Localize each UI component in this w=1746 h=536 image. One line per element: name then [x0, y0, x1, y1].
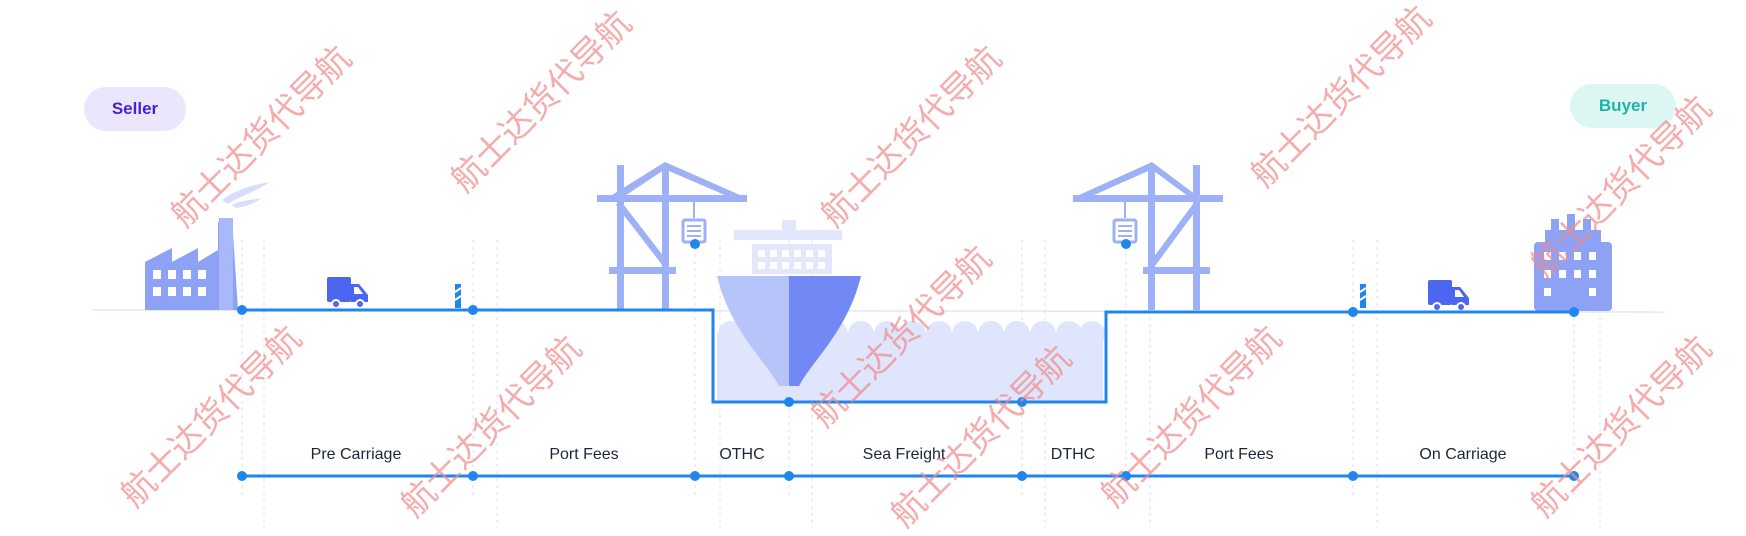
barrier-post-origin	[454, 284, 462, 308]
factory-icon	[145, 182, 270, 310]
buyer-badge: Buyer	[1570, 84, 1676, 128]
route-line	[242, 308, 1574, 404]
seller-badge: Seller	[84, 87, 186, 131]
crane-icon-origin	[597, 162, 747, 310]
ship-icon	[717, 220, 861, 386]
segment-label-othc: OTHC	[719, 446, 765, 463]
buyer-building-icon	[1534, 214, 1612, 311]
barrier-post-destination	[1359, 284, 1367, 308]
segment-label-port-fees-destination: Port Fees	[1204, 446, 1274, 463]
segment-label-dthc: DTHC	[1050, 446, 1096, 463]
truck-icon-origin	[327, 277, 368, 309]
cost-timeline-nodes	[237, 471, 1579, 481]
crane-icon-destination	[1073, 162, 1223, 310]
segment-label-pre-carriage: Pre Carriage	[310, 446, 402, 463]
guide-lines	[241, 240, 1601, 528]
truck-icon-destination	[1428, 280, 1469, 312]
route-nodes	[237, 239, 1579, 407]
segment-label-port-fees-origin: Port Fees	[549, 446, 619, 463]
segment-label-on-carriage: On Carriage	[1419, 446, 1507, 463]
segment-label-sea-freight: Sea Freight	[862, 446, 946, 463]
